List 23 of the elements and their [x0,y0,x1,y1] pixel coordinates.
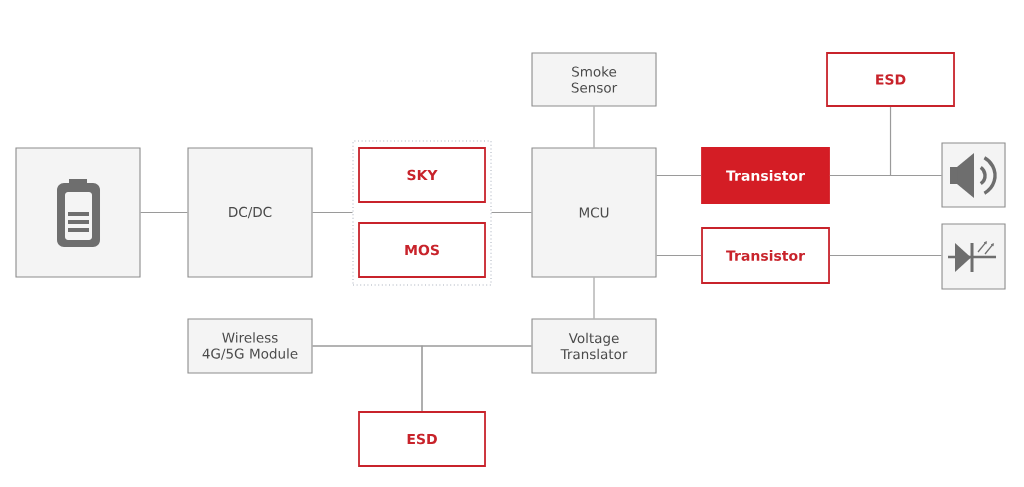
connector-line [490,211,532,214]
connector-line [656,254,702,257]
component-box: ESD [358,411,486,467]
component-box: Wireless 4G/5G Module [187,318,313,374]
component-box [941,223,1006,290]
component-box: MCU [531,147,657,278]
connector-line [140,211,188,214]
connector-line [421,345,532,412]
component-box: Smoke Sensor [531,52,657,107]
connector-line [829,254,942,257]
dotted-group-box [352,140,492,286]
component-box: MOS [358,222,486,278]
connector-line [889,106,942,177]
component-box: SKY [358,147,486,203]
connector-line [656,174,702,177]
component-box: DC/DC [187,147,313,278]
component-box: ESD [826,52,955,107]
component-box: Transistor [701,227,830,284]
connector-line [593,106,595,148]
connector-line [593,277,595,319]
connector-line [312,211,354,214]
component-box: Voltage Translator [531,318,657,374]
component-box: Transistor [701,147,830,204]
